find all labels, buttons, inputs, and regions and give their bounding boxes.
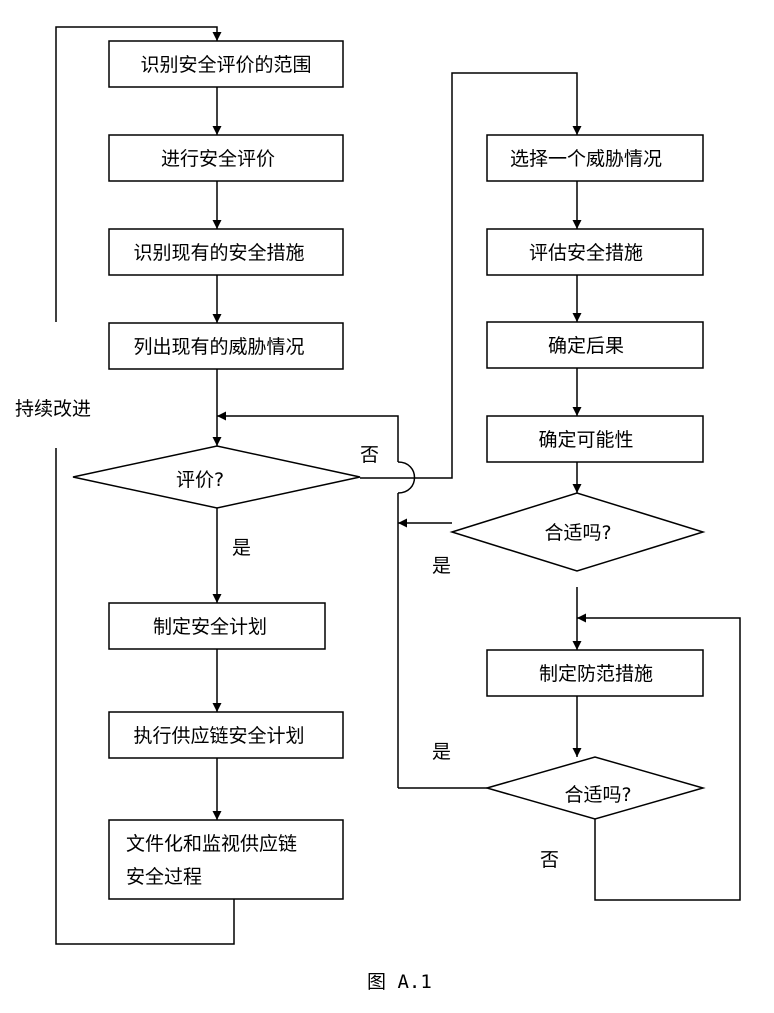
label-evaluate: 评价?: [176, 469, 224, 491]
box-select-threat: [486, 134, 704, 182]
arrow-evaluate-no-to-select: [360, 72, 582, 479]
label-identify-scope: 识别安全评价的范围: [140, 54, 311, 76]
loop-back-bottom: [55, 448, 235, 945]
cross-connectors: 否 是 是: [217, 72, 582, 789]
box-make-security-plan: [108, 602, 326, 650]
label-select-threat: 选择一个威胁情况: [510, 148, 662, 170]
box-determine-likelihood: [486, 415, 704, 463]
label-suitable1-yes: 是: [432, 555, 451, 577]
label-suitable-1: 合适吗?: [544, 522, 611, 544]
label-execute-plan: 执行供应链安全计划: [133, 725, 304, 747]
label-evaluate-no: 否: [360, 444, 379, 466]
label-conduct-assessment: 进行安全评价: [161, 148, 275, 170]
label-continuous-improvement: 持续改进: [15, 398, 91, 420]
box-identify-existing-measures: [108, 228, 344, 276]
box-conduct-assessment: [108, 134, 344, 182]
label-evaluate-yes: 是: [232, 537, 251, 559]
box-make-preventive-measures: [486, 649, 704, 697]
diamond-evaluate: [72, 445, 361, 509]
label-suitable-2: 合适吗?: [564, 784, 631, 806]
label-identify-existing-measures: 识别现有的安全措施: [133, 242, 304, 264]
box-assess-measures: [486, 228, 704, 276]
label-assess-measures: 评估安全措施: [529, 242, 643, 264]
box-document-monitor: [108, 819, 344, 900]
loop-back-top: [55, 26, 222, 322]
label-determine-consequences: 确定后果: [548, 335, 624, 357]
label-suitable2-yes: 是: [432, 741, 451, 763]
box-list-existing-threats: [108, 322, 344, 370]
box-determine-consequences: [486, 321, 704, 369]
return-jump-arc: [397, 461, 416, 494]
label-document-monitor-line2: 安全过程: [126, 866, 202, 888]
left-flow: 识别安全评价的范围 进行安全评价 识别现有的安全措施 列出现有的威胁情况 评价?…: [15, 26, 361, 945]
diamond-suitable-1: [449, 492, 706, 572]
right-flow: 选择一个威胁情况 评估安全措施 确定后果 确定可能性 合适吗? 制定防范措施 合…: [449, 134, 741, 901]
label-determine-likelihood: 确定可能性: [538, 429, 633, 451]
diamond-suitable-2: [484, 756, 706, 820]
label-document-monitor-line1: 文件化和监视供应链: [126, 833, 297, 855]
label-make-preventive-measures: 制定防范措施: [539, 663, 653, 685]
box-identify-scope: [108, 40, 344, 88]
arrow-return-to-left: [217, 411, 399, 462]
label-suitable2-no: 否: [540, 849, 559, 871]
arrow-suitable2-no-loop: [577, 613, 741, 901]
label-make-security-plan: 制定安全计划: [153, 616, 267, 638]
box-execute-plan: [108, 711, 344, 759]
label-list-existing-threats: 列出现有的威胁情况: [133, 336, 304, 358]
figure-caption: 图 A.1: [367, 971, 432, 993]
